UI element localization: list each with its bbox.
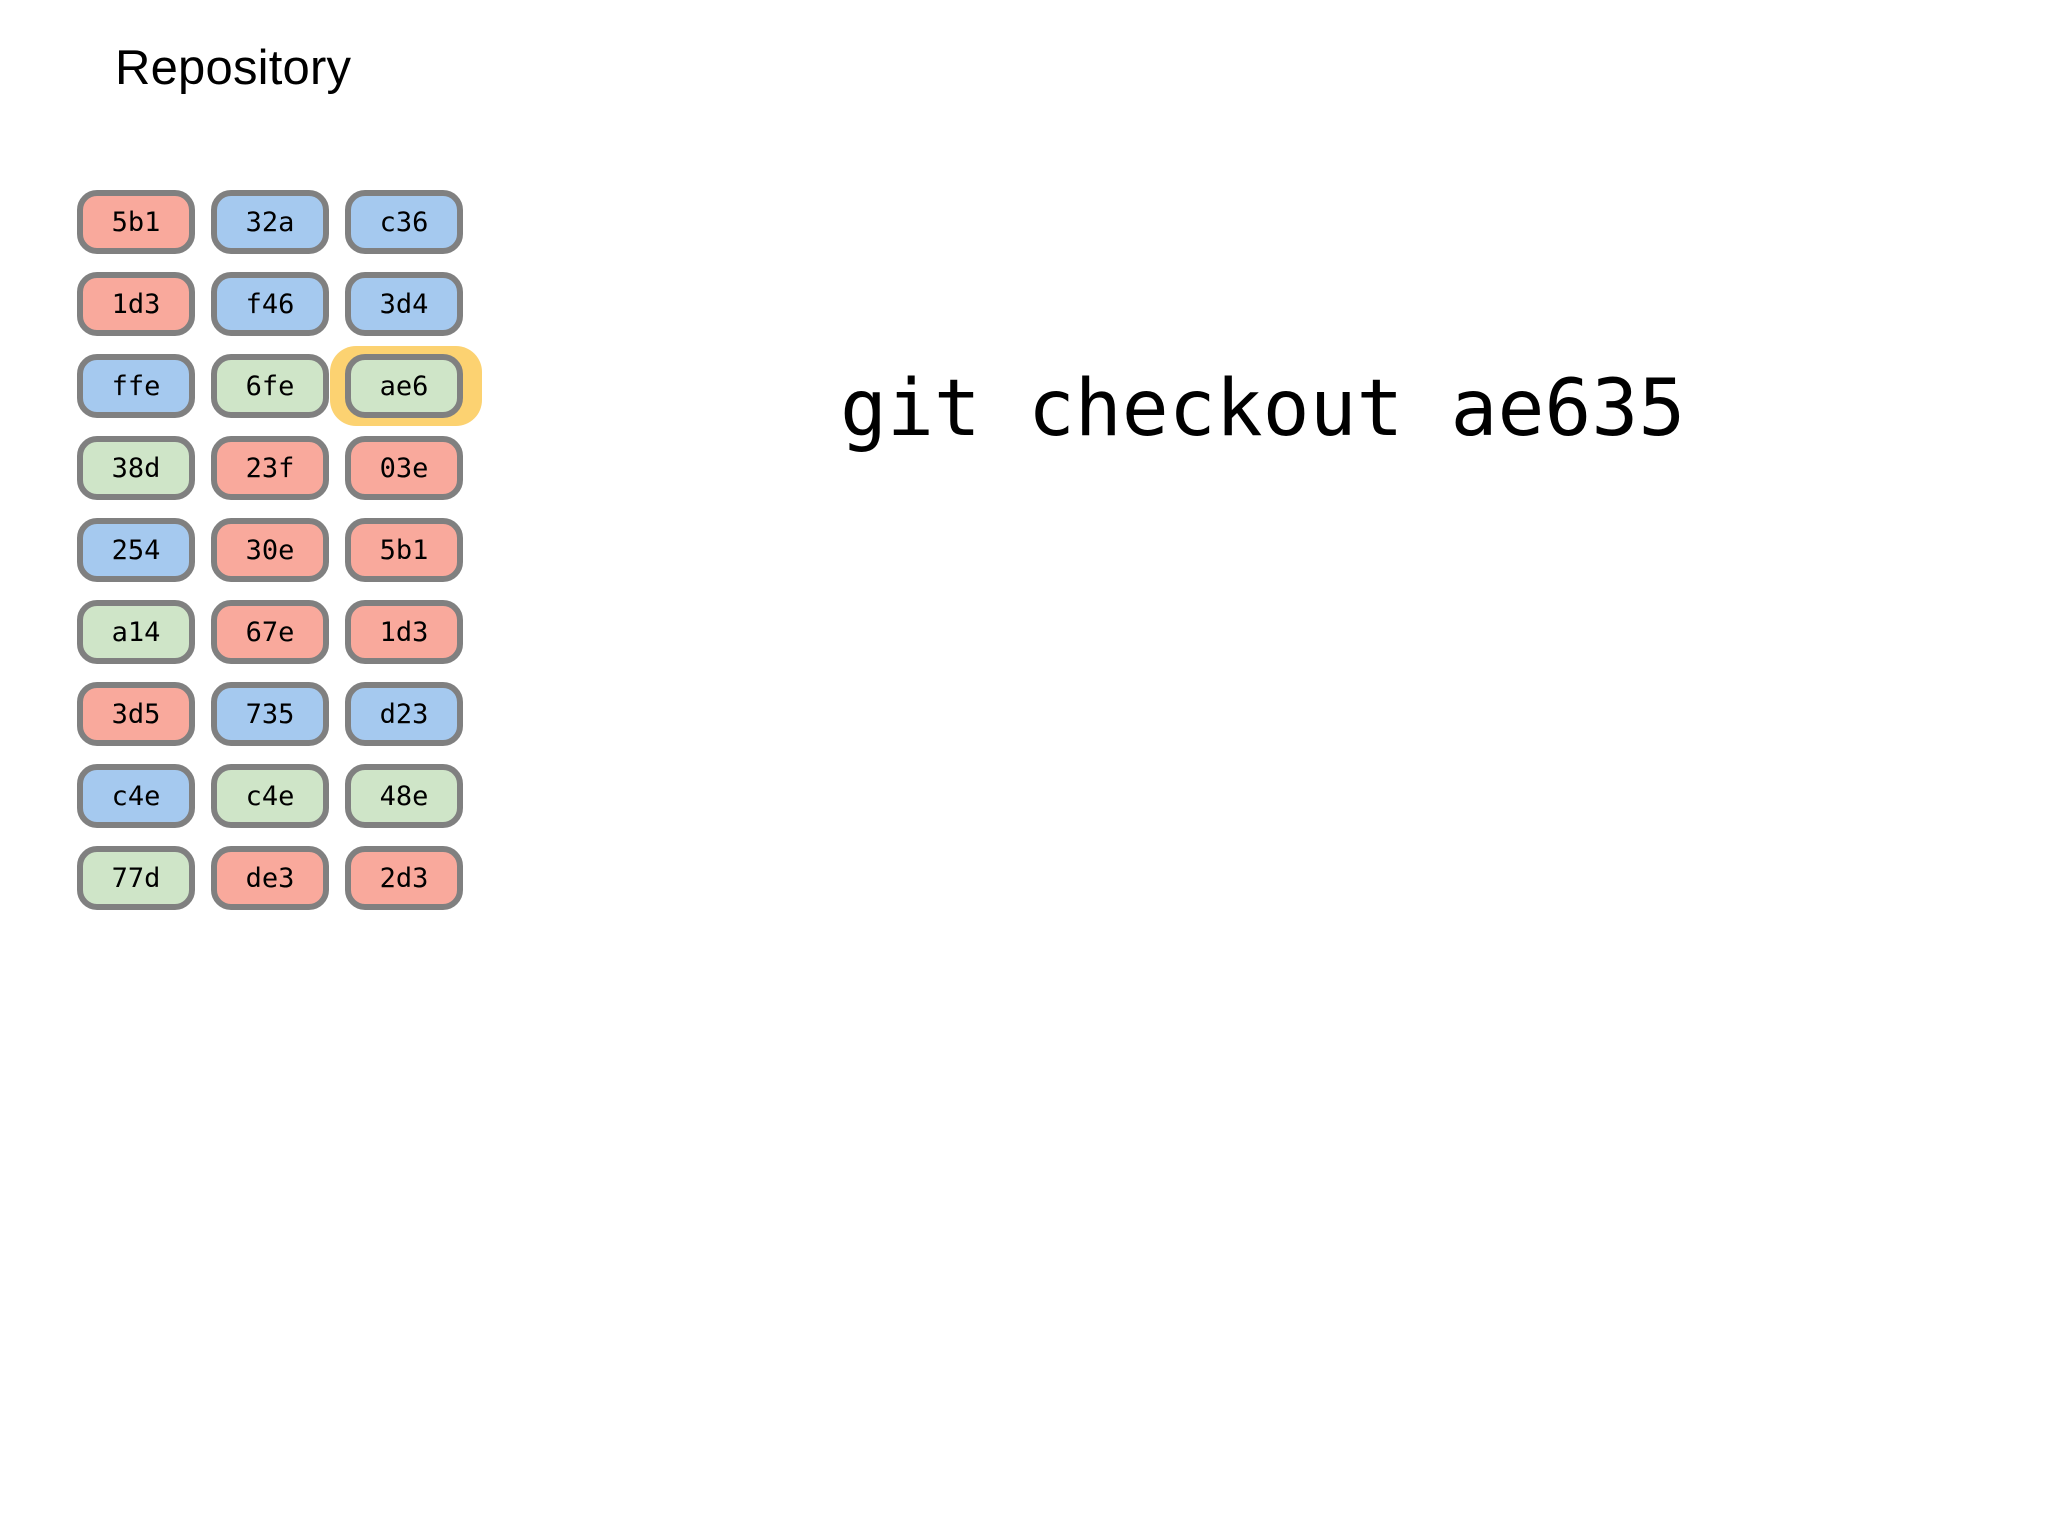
commit-node[interactable]: 1d3	[77, 272, 195, 336]
commit-cell[interactable]: ffe	[70, 354, 202, 418]
commit-node[interactable]: 254	[77, 518, 195, 582]
commit-node[interactable]: 32a	[211, 190, 329, 254]
commit-cell[interactable]: 5b1	[70, 190, 202, 254]
commit-node[interactable]: 735	[211, 682, 329, 746]
commit-node[interactable]: 77d	[77, 846, 195, 910]
commit-cell[interactable]: 1d3	[338, 600, 470, 664]
commit-node[interactable]: 2d3	[345, 846, 463, 910]
commit-cell[interactable]: 30e	[204, 518, 336, 582]
commit-cell[interactable]: 735	[204, 682, 336, 746]
commit-node[interactable]: 30e	[211, 518, 329, 582]
commit-node[interactable]: c36	[345, 190, 463, 254]
commit-cell[interactable]: c4e	[204, 764, 336, 828]
commit-cell[interactable]: f46	[204, 272, 336, 336]
commit-node[interactable]: c4e	[211, 764, 329, 828]
commit-node[interactable]: c4e	[77, 764, 195, 828]
page-title: Repository	[115, 41, 352, 95]
commit-cell[interactable]: d23	[338, 682, 470, 746]
commit-node[interactable]: 23f	[211, 436, 329, 500]
commit-cell[interactable]: 67e	[204, 600, 336, 664]
commit-node[interactable]: 67e	[211, 600, 329, 664]
commit-cell[interactable]: 2d3	[338, 846, 470, 910]
commit-node[interactable]: 48e	[345, 764, 463, 828]
commit-cell[interactable]: de3	[204, 846, 336, 910]
commit-node[interactable]: 38d	[77, 436, 195, 500]
commit-node[interactable]: 6fe	[211, 354, 329, 418]
commit-node[interactable]: d23	[345, 682, 463, 746]
commit-cell[interactable]: 48e	[338, 764, 470, 828]
commit-cell[interactable]: c36	[338, 190, 470, 254]
commit-node[interactable]: f46	[211, 272, 329, 336]
commit-node[interactable]: ae6	[345, 354, 463, 418]
commit-cell[interactable]: 23f	[204, 436, 336, 500]
commit-cell[interactable]: 3d5	[70, 682, 202, 746]
commit-cell[interactable]: 6fe	[204, 354, 336, 418]
commit-node[interactable]: a14	[77, 600, 195, 664]
commit-cell[interactable]: 3d4	[338, 272, 470, 336]
commit-cell[interactable]: 77d	[70, 846, 202, 910]
commit-node[interactable]: 3d5	[77, 682, 195, 746]
commit-cell[interactable]: 38d	[70, 436, 202, 500]
commit-node[interactable]: 5b1	[77, 190, 195, 254]
commit-node[interactable]: 1d3	[345, 600, 463, 664]
commit-cell[interactable]: c4e	[70, 764, 202, 828]
commit-cell[interactable]: 32a	[204, 190, 336, 254]
commit-cell[interactable]: 03e	[338, 436, 470, 500]
commit-node[interactable]: 5b1	[345, 518, 463, 582]
commit-cell-highlighted[interactable]: ae6	[330, 346, 482, 426]
commit-cell[interactable]: 254	[70, 518, 202, 582]
commit-node[interactable]: 03e	[345, 436, 463, 500]
commit-node[interactable]: de3	[211, 846, 329, 910]
commit-cell[interactable]: 1d3	[70, 272, 202, 336]
git-command-text: git checkout ae635	[840, 364, 1686, 454]
commit-node[interactable]: ffe	[77, 354, 195, 418]
commit-cell[interactable]: 5b1	[338, 518, 470, 582]
commit-node[interactable]: 3d4	[345, 272, 463, 336]
commit-cell[interactable]: a14	[70, 600, 202, 664]
